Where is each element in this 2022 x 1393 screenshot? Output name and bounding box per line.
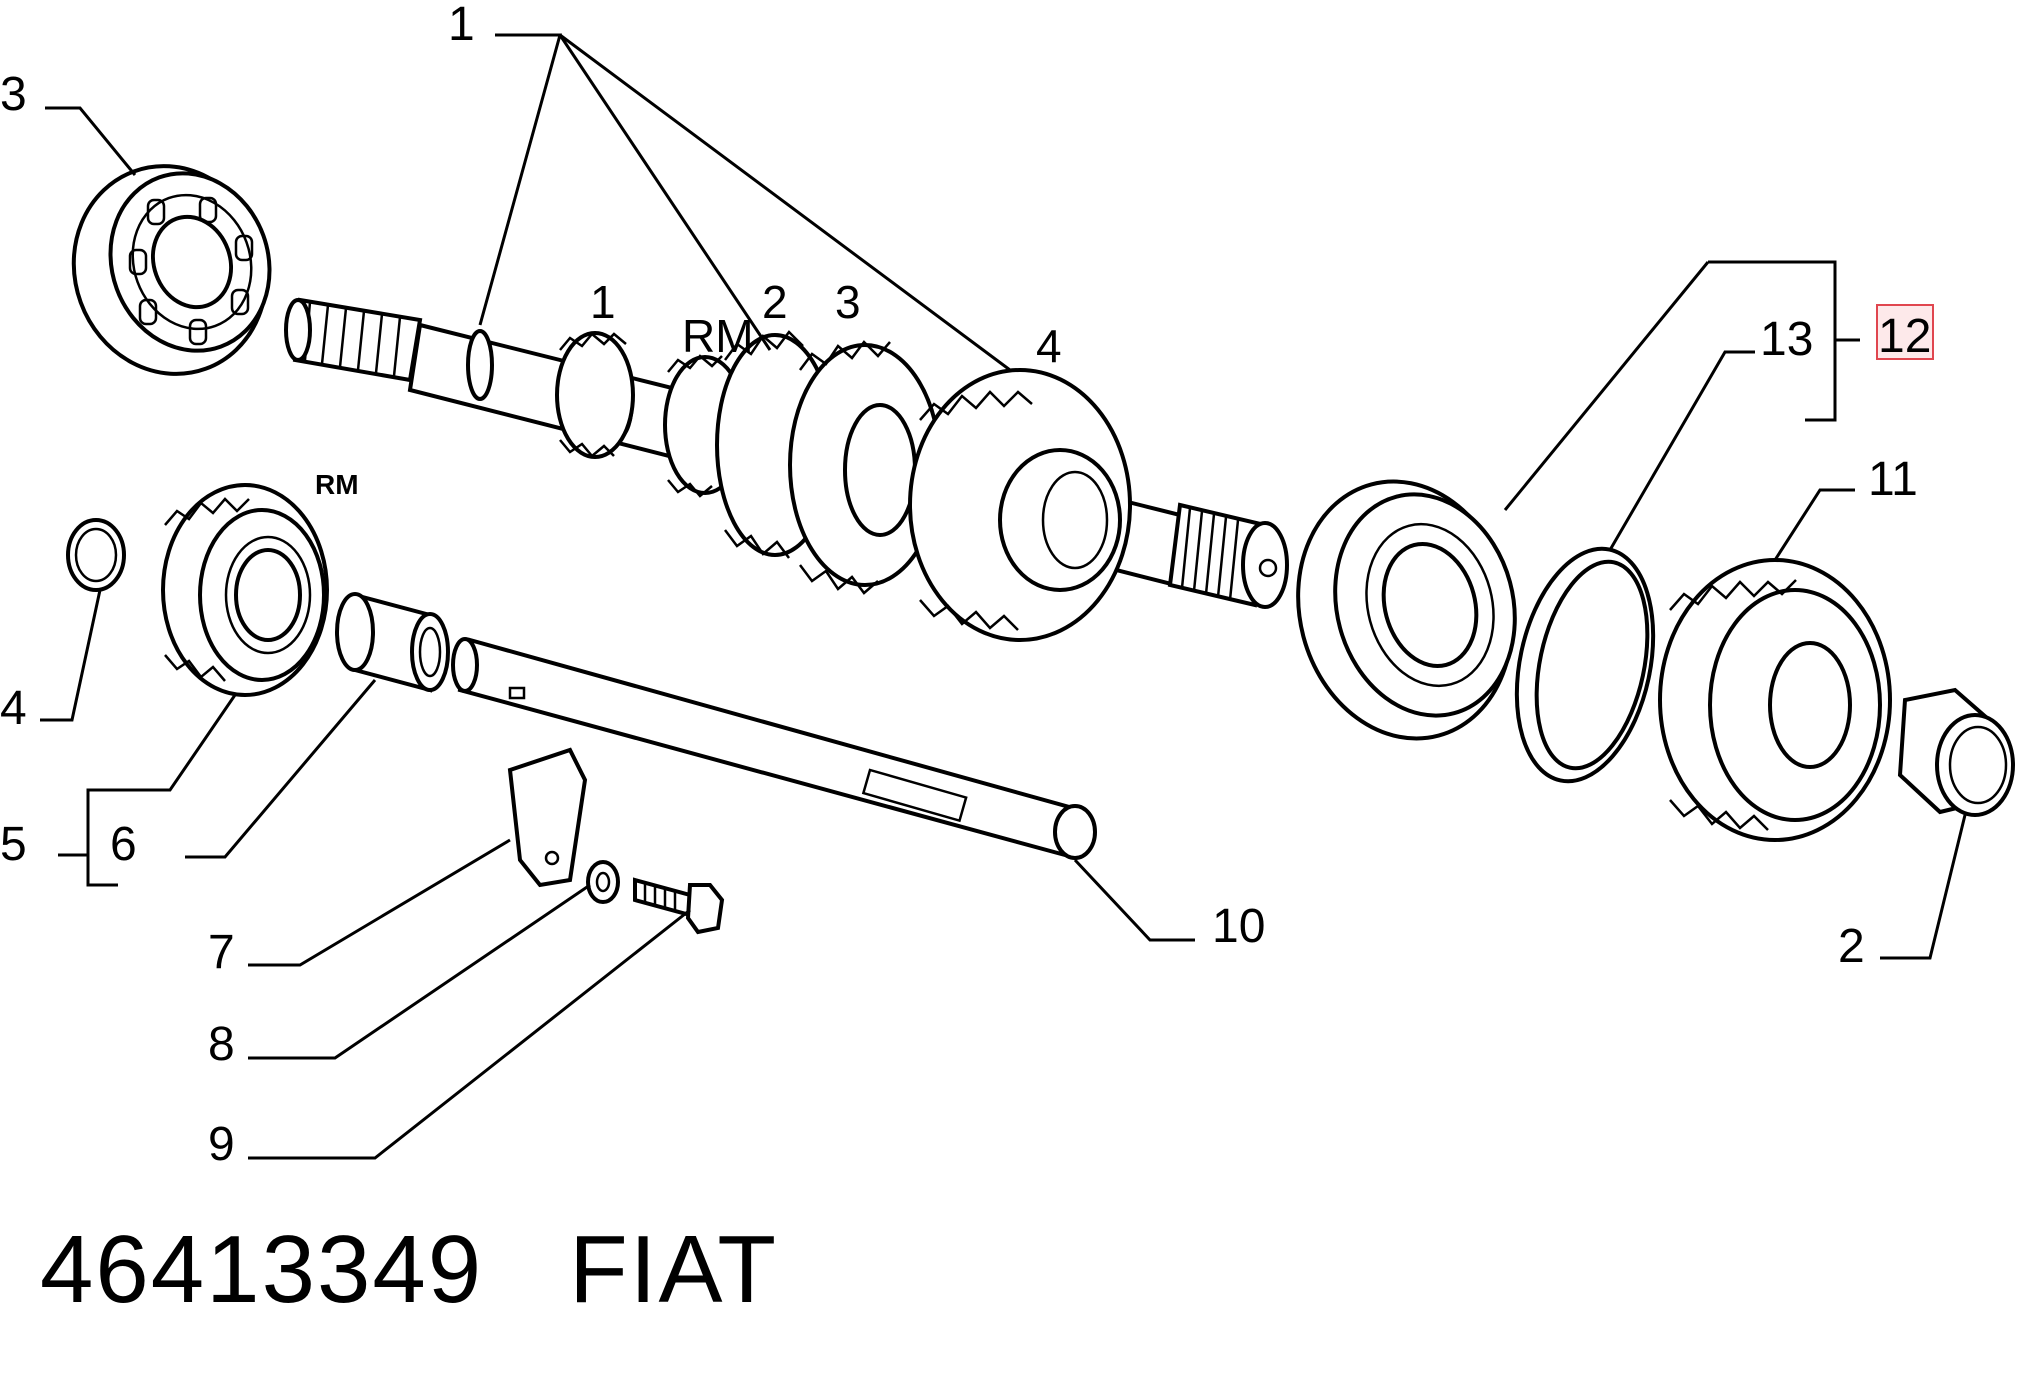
gear-label-1: 1 [590, 276, 616, 328]
bearing-3 [71, 164, 272, 376]
part-number: 46413349 [40, 1216, 484, 1323]
reverse-shaft-10 [451, 637, 1097, 860]
callout-1: 1 [448, 0, 475, 51]
washer-8 [586, 860, 620, 904]
gear-4 [908, 368, 1132, 642]
leader-lines [40, 33, 1967, 1160]
bolt-9 [633, 877, 725, 935]
gear-label-3: 3 [835, 276, 861, 328]
gear-label-rm-small: RM [315, 469, 359, 500]
plate-7 [507, 747, 588, 888]
callout-11: 11 [1868, 453, 1918, 506]
callout-12: 12 [1878, 310, 1931, 363]
nut-2 [1897, 687, 2015, 817]
callout-10: 10 [1212, 900, 1265, 953]
gear-label-4: 4 [1036, 320, 1062, 372]
reverse-idler-gear-6 [161, 483, 329, 697]
callout-12-highlight [1876, 304, 1934, 360]
gear-11 [1658, 558, 1892, 842]
callout-numbers: 1 3 4 5 6 7 8 9 10 11 2 13 12 [0, 0, 1931, 1171]
callout-5: 5 [0, 818, 27, 871]
callout-9: 9 [208, 1118, 235, 1171]
callout-7: 7 [208, 926, 235, 979]
callout-2: 2 [1838, 920, 1865, 973]
gear-3 [788, 340, 942, 595]
gear-labels: 1 RM 2 3 4 RM [315, 276, 1062, 500]
gear-label-2: 2 [762, 276, 788, 328]
gear-1 [555, 331, 635, 459]
o-ring-4 [66, 518, 126, 592]
callout-4: 4 [0, 682, 27, 735]
callout-13: 13 [1760, 313, 1813, 366]
part-number-footer: 46413349 FIAT [40, 1215, 778, 1325]
bushing-6 [335, 592, 450, 693]
bearing-12 [1296, 479, 1517, 741]
gear-label-rm: RM [682, 310, 754, 362]
callout-3: 3 [0, 68, 27, 121]
snap-ring-13 [1514, 546, 1656, 784]
callout-6: 6 [110, 818, 137, 871]
callout-8: 8 [208, 1018, 235, 1071]
brand-name: FIAT [569, 1216, 778, 1323]
